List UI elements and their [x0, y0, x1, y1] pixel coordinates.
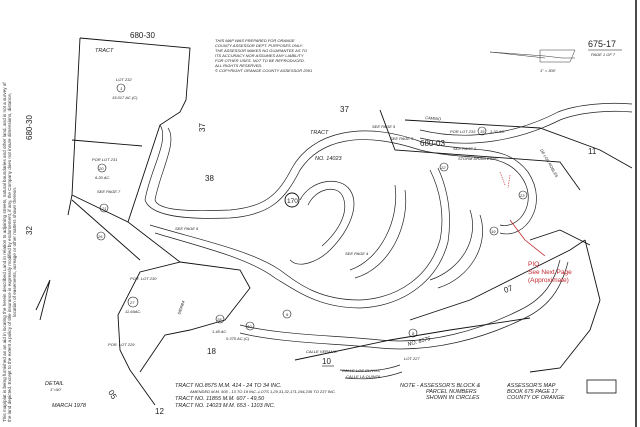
map-number: 675-17 [588, 39, 616, 49]
piq-approx: (Approximate) [528, 277, 569, 284]
see-page-label: SEE PAGE 7 [97, 189, 121, 194]
tract-reference: TRACT NO. 14023 M.M. 653 - 1103 INC. [175, 403, 275, 409]
parcel-lot: POR LOT 231 [92, 157, 117, 162]
block-12: 12 [155, 407, 164, 416]
parcel-number: 8 [412, 331, 415, 336]
north-arrow-icon [489, 49, 576, 63]
parcel-area: 11.69AC. [125, 309, 141, 314]
note-line: SHOWN IN CIRCLES [426, 395, 480, 401]
parcel-number: 15 [480, 129, 485, 134]
street-label: CAMINO [425, 115, 441, 121]
parcel-number: 28 [216, 317, 222, 322]
parcel-number: 27 [129, 300, 135, 305]
book-line: COUNTY OF ORANGE [507, 395, 565, 401]
block-07: 07 [503, 283, 515, 295]
parcel-number: 22 [440, 165, 446, 170]
block-05: 05 [106, 389, 119, 402]
parcel-number: 9 [286, 312, 289, 317]
parcel-lot: LOT 232 [116, 77, 132, 82]
tract-reference: AMENDED M.M. 505 - 13 TO 19 INC.-LOTS 1,… [189, 389, 336, 394]
tract-number: NO. 8575 [407, 336, 432, 348]
book-line: BOOK 675 PAGE 17 [507, 389, 559, 395]
tract-reference: TRACT NO.8575 M.M. 414 - 24 TO 34 INC. [175, 383, 282, 389]
see-page-label: SEE PAGE 2 [453, 146, 477, 151]
street-label: CALLE LOS OLIVOS [342, 368, 380, 373]
note-line: PARCEL NUMBERS [426, 389, 477, 395]
tract-number: NO. 14023 [315, 156, 343, 162]
stamp-box [586, 379, 617, 394]
copyright-note: THIS MAP WAS PREPARED FOR ORANGE COUNTY … [214, 38, 312, 73]
see-page-label: SEE PAGE 3 [390, 136, 414, 141]
parcel-area: 15.017 AC.(C) [112, 95, 138, 100]
street-label: DE LOS ROBLES [539, 148, 560, 179]
parcel-lot: LOT 227 [404, 356, 420, 361]
adjacent-map-top: 680-30 [130, 31, 155, 40]
note-line: THIS MAP WAS PREPARED FOR ORANGE [215, 38, 295, 43]
block-38: 38 [205, 174, 214, 183]
book-line: ASSESSOR'S MAP [506, 383, 556, 389]
block-32: 32 [25, 226, 34, 235]
parcel-number: 19 [491, 229, 496, 234]
parcel-lot: POR. LOT 229 [108, 342, 135, 347]
see-page-label: SEE PAGE 5 [372, 124, 396, 129]
detail-scale: 1"=50' [50, 387, 61, 392]
note-line: COUNTY ASSESSOR DEPT. PURPOSES ONLY. [215, 43, 303, 48]
parcel-number: 10 [247, 324, 252, 329]
street-label: SIERRA [176, 299, 186, 315]
property-in-question-marker: PIQ See Next Page (Approximate) [499, 171, 572, 284]
parcel-number: 1 [120, 86, 122, 91]
block-18: 18 [207, 347, 216, 356]
block-10: 10 [322, 357, 331, 366]
footer-tracts: TRACT NO.8575 M.M. 414 - 24 TO 34 INC. A… [175, 383, 336, 409]
note-line: ALL RIGHTS RESERVED. [214, 63, 262, 68]
map-date: MARCH 1978 [52, 403, 87, 409]
disclaimer-line: This map/plat is being furnished as an a… [2, 82, 7, 422]
see-page-label: SEE PAGE 4 [345, 251, 369, 256]
parcel-number: 26 [97, 234, 103, 239]
parcel-area: 6.20 AC. [95, 175, 110, 180]
footer-note: NOTE - ASSESSOR'S BLOCK & PARCEL NUMBERS… [400, 383, 481, 401]
disclaimer-line: location of easements, acreage or other … [12, 187, 17, 317]
note-line: © COPYRIGHT ORANGE COUNTY ASSESSOR 2001 [215, 68, 312, 73]
note-line: FOR OTHER USES. NOT TO BE REPRODUCED. [215, 58, 305, 63]
piq-see-next: See Next Page [528, 269, 572, 276]
tract-label: TRACT [310, 130, 329, 136]
note-line: THE ASSESSOR MAKES NO GUARANTEE AS TO [215, 48, 307, 53]
block-37: 37 [340, 105, 349, 114]
street-label: CALLE LA QUINTA [346, 374, 381, 379]
footer-book: ASSESSOR'S MAP BOOK 675 PAGE 17 COUNTY O… [506, 383, 565, 401]
disclaimer-line: the land depicted. Except to the extent … [7, 93, 12, 422]
parcel-number: 23 [519, 193, 525, 198]
adjacent-map-right: 680-03 [420, 139, 445, 148]
street-label: CALLE VERANO [306, 349, 337, 354]
note-line: NOTE - ASSESSOR'S BLOCK & [400, 383, 481, 389]
parcel-number-circles [96, 83, 528, 338]
parcel-boundaries [35, 37, 633, 406]
disclaimer: This map/plat is being furnished as an a… [2, 82, 17, 422]
piq-label: PIQ [528, 261, 539, 268]
scale-label: 1" = 300' [540, 68, 556, 73]
parcel-lot: POR. LOT 230 [130, 276, 157, 281]
parcel-area: 1.45 AC. [212, 329, 227, 334]
note-line: ITS ACCURACY NOR ASSUMES ANY LIABILITY [215, 53, 304, 58]
parcel-lot: POR LOT 233 [450, 129, 476, 134]
tract-label: TRACT [95, 48, 114, 54]
page-label: PAGE 1 OF 7 [591, 52, 616, 57]
parcel-number: 20 [98, 166, 104, 171]
adjacent-map-left: 680-30 [25, 115, 34, 140]
parcel-number: 21 [101, 206, 106, 211]
streets [144, 102, 633, 380]
parcel-area: 0.375 AC.(C) [226, 336, 250, 341]
parcel-area: 3.33 AC. [490, 129, 505, 134]
see-page-label: SEE PAGE 6 [175, 226, 199, 231]
tract-circle-number: 170 [287, 198, 298, 205]
street-label: STORM DRAIN ESMT. [458, 156, 499, 161]
detail-label: DETAIL [45, 381, 64, 387]
block-11: 11 [588, 147, 597, 156]
tract-reference: TRACT NO. 11855 M.M. 607 - 49,50 [175, 396, 265, 402]
block-37: 37 [198, 123, 207, 132]
